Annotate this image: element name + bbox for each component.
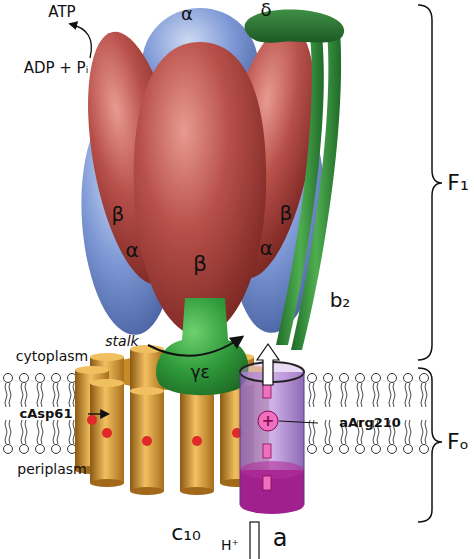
subunit-label: β bbox=[280, 202, 293, 224]
c-subunit bbox=[90, 479, 124, 487]
a-subunit bbox=[240, 372, 304, 505]
c-subunit bbox=[90, 379, 124, 387]
c-subunit bbox=[75, 366, 109, 374]
subunit-label: δ bbox=[260, 0, 271, 20]
subunit-label: β bbox=[112, 203, 125, 225]
residue-label: cAsp61 bbox=[20, 407, 73, 421]
c-subunit bbox=[90, 383, 124, 483]
gamma-epsilon-stalk bbox=[156, 298, 248, 395]
half-channel bbox=[263, 476, 271, 490]
c-subunit bbox=[130, 387, 164, 395]
lipid-bilayer bbox=[304, 372, 432, 456]
c-subunit bbox=[180, 487, 214, 495]
fo-bracket bbox=[418, 368, 442, 522]
asp61-site bbox=[102, 428, 112, 438]
product-label: ATP bbox=[48, 4, 75, 21]
subunit-label: b₂ bbox=[330, 289, 351, 311]
delta-subunit bbox=[245, 10, 345, 43]
c-subunit bbox=[180, 391, 214, 491]
stalk-label: stalk bbox=[105, 334, 138, 349]
subunit-label: α bbox=[259, 237, 272, 259]
subunit-label: c₁₀ bbox=[171, 521, 201, 545]
f1-bracket bbox=[418, 5, 442, 360]
ion-label: H⁺ bbox=[221, 538, 239, 553]
c-subunit bbox=[130, 391, 164, 491]
reaction-arrow bbox=[70, 24, 91, 58]
sector-label: Fₒ bbox=[447, 430, 469, 454]
compartment-label: cytoplasm bbox=[16, 349, 88, 364]
b-subunit-strip bbox=[276, 35, 324, 345]
half-channel bbox=[263, 444, 271, 458]
beta-subunit bbox=[134, 42, 266, 336]
c-subunit bbox=[90, 353, 124, 361]
residue-label: aArg210 bbox=[339, 416, 401, 430]
leader-line bbox=[279, 421, 318, 423]
arg210-site bbox=[258, 411, 278, 431]
asp61-site bbox=[192, 436, 202, 446]
subunit-label: γε bbox=[190, 363, 209, 382]
proton-entry-bar bbox=[250, 522, 259, 559]
asp61-site bbox=[87, 415, 97, 425]
substrate-label: ADP + Pᵢ bbox=[24, 60, 89, 77]
compartment-label: periplasm bbox=[17, 462, 86, 477]
subunit-label: α bbox=[181, 4, 193, 24]
half-channel bbox=[263, 384, 271, 398]
subunit-label: α bbox=[125, 239, 138, 261]
proton-flow-arrow bbox=[257, 344, 279, 385]
asp61-site bbox=[142, 436, 152, 446]
charge-symbol: + bbox=[262, 413, 275, 430]
asp61-site bbox=[87, 415, 242, 446]
subunit-label: a bbox=[273, 525, 288, 551]
leader-arrow bbox=[88, 413, 108, 414]
c-subunit bbox=[130, 487, 164, 495]
subunit-label: β bbox=[193, 252, 207, 276]
sector-label: F₁ bbox=[447, 171, 468, 195]
rotation-arrow bbox=[148, 337, 242, 356]
a-subunit bbox=[240, 461, 304, 479]
